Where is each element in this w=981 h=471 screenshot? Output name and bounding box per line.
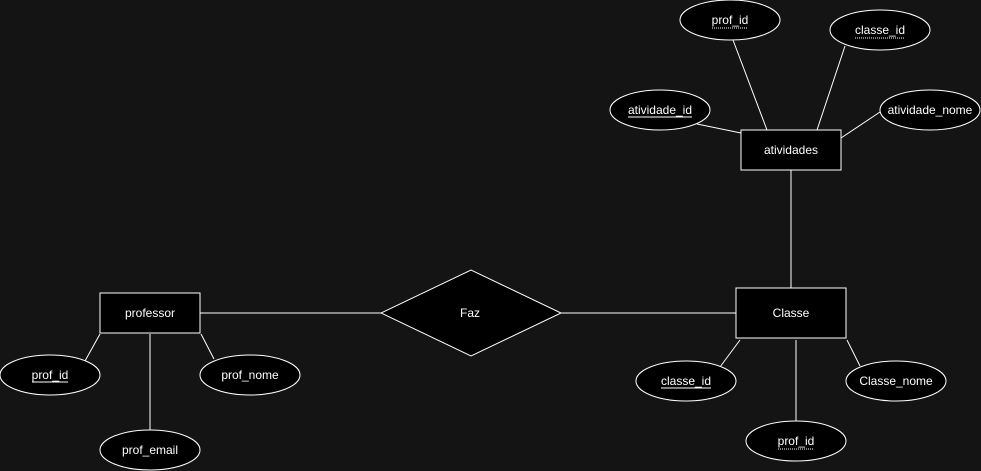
attribute-atividades-atividade-id[interactable]: atividade_id: [609, 89, 711, 131]
entity-classe-label: Classe: [773, 306, 810, 320]
attribute-classe-classe-nome-label: Classe_nome: [859, 374, 933, 388]
attribute-professor-prof-id[interactable]: prof_id: [0, 354, 101, 396]
attribute-professor-prof-email[interactable]: prof_email: [99, 429, 201, 471]
attribute-classe-prof-id[interactable]: prof_id: [745, 420, 847, 462]
edge-professor-prof-nome: [200, 333, 215, 360]
entity-professor-label: professor: [125, 306, 175, 320]
attribute-professor-prof-id-label: prof_id: [32, 368, 69, 382]
edge-classe-classe-id: [719, 339, 741, 368]
edge-atividades-prof-id: [732, 39, 768, 131]
attribute-classe-classe-id-label: classe_id: [661, 374, 711, 388]
attribute-atividades-prof-id-label: prof_id: [712, 13, 749, 27]
edge-professor-prof-id: [84, 333, 101, 362]
attribute-classe-classe-id[interactable]: classe_id: [635, 360, 737, 402]
attribute-atividades-classe-id[interactable]: classe_id: [829, 9, 931, 51]
edge-atividades-atividade-nome: [840, 111, 881, 139]
attribute-professor-prof-nome-label: prof_nome: [221, 368, 279, 382]
entity-atividades-label: atividades: [764, 143, 818, 157]
connectors: [84, 39, 881, 432]
relationship-faz-label: Faz: [460, 306, 480, 320]
relationship-faz[interactable]: Faz: [379, 269, 563, 357]
edge-atividades-classe-id: [816, 45, 846, 131]
attribute-atividades-atividade-id-label: atividade_id: [628, 103, 692, 117]
entity-atividades[interactable]: atividades: [740, 129, 842, 171]
attribute-classe-prof-id-label: prof_id: [778, 434, 815, 448]
edge-classe-classe-nome: [846, 339, 861, 367]
entity-classe[interactable]: Classe: [735, 287, 847, 339]
attribute-atividades-classe-id-label: classe_id: [855, 23, 905, 37]
attribute-atividades-atividade-nome[interactable]: atividade_nome: [879, 89, 981, 131]
attribute-professor-prof-email-label: prof_email: [122, 443, 178, 457]
attribute-professor-prof-nome[interactable]: prof_nome: [199, 354, 301, 396]
edge-atividades-atividade-id: [696, 123, 742, 134]
attribute-classe-classe-nome[interactable]: Classe_nome: [845, 360, 947, 402]
entity-professor[interactable]: professor: [99, 292, 201, 334]
attribute-atividades-atividade-nome-label: atividade_nome: [888, 103, 973, 117]
attribute-atividades-prof-id[interactable]: prof_id: [679, 0, 781, 41]
